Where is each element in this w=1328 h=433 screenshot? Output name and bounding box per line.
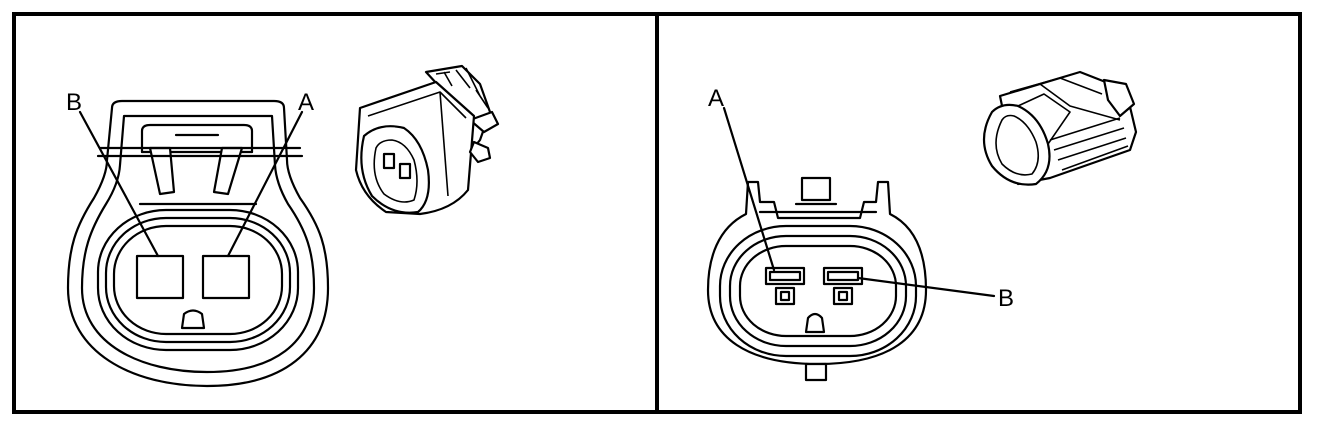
right-iso-face-inner xyxy=(995,114,1040,176)
left-connector-isometric xyxy=(354,64,500,216)
left-leader-a xyxy=(226,110,304,258)
right-iso-face-hood xyxy=(1017,93,1071,145)
left-connector-face xyxy=(66,99,330,388)
right-callout-a: A xyxy=(708,85,724,112)
left-leader-b xyxy=(78,110,160,258)
left-inner-shroud xyxy=(80,114,316,374)
right-terminal-a-blade-inner xyxy=(768,270,802,282)
right-outer-shroud xyxy=(706,180,928,366)
right-bottom-post xyxy=(804,362,828,382)
left-cavity-a xyxy=(201,254,251,300)
left-iso-cavity-2 xyxy=(398,162,412,180)
right-terminal-a-base xyxy=(774,286,796,306)
right-iso-top-ridge xyxy=(1009,77,1121,121)
left-key-notch xyxy=(180,309,206,330)
right-terminal-b-blade xyxy=(822,266,864,286)
right-iso-ribs xyxy=(1049,117,1129,171)
right-iso-side-tab xyxy=(1102,78,1136,118)
right-seal-ring-1 xyxy=(718,224,918,358)
left-iso-side-edge xyxy=(439,91,449,197)
left-seal-ring-2 xyxy=(104,216,292,344)
right-terminal-b-blade-inner xyxy=(826,270,860,282)
right-seal-ring-3 xyxy=(738,244,898,338)
left-latch-window xyxy=(140,123,254,154)
right-connector-face xyxy=(706,176,928,382)
left-callout-a: A xyxy=(298,89,314,116)
left-iso-face-inner xyxy=(373,139,418,203)
left-iso-lock-tab xyxy=(468,110,500,134)
right-leader-b xyxy=(856,276,996,298)
right-terminal-b-slot xyxy=(837,290,849,302)
right-terminal-b-base xyxy=(832,286,854,306)
right-terminal-a-slot xyxy=(779,290,791,302)
left-iso-cavity-1 xyxy=(382,152,396,170)
right-leader-a xyxy=(722,106,776,272)
right-seal-ring-2 xyxy=(728,234,908,348)
left-cavity-b xyxy=(135,254,185,300)
right-top-post xyxy=(800,176,832,202)
left-iso-face-outer xyxy=(360,125,430,214)
right-callout-b: B xyxy=(998,285,1014,312)
left-callout-b: B xyxy=(66,89,82,116)
left-iso-tab-bottom xyxy=(468,140,492,164)
right-key-notch xyxy=(804,312,826,334)
right-terminal-a-blade xyxy=(764,266,806,286)
right-connector-isometric xyxy=(982,70,1138,186)
left-outer-shroud xyxy=(66,99,330,388)
left-seal-ring-1 xyxy=(96,208,300,352)
left-iso-rear-ribs xyxy=(435,67,489,109)
left-seal-ring-3 xyxy=(112,224,284,336)
